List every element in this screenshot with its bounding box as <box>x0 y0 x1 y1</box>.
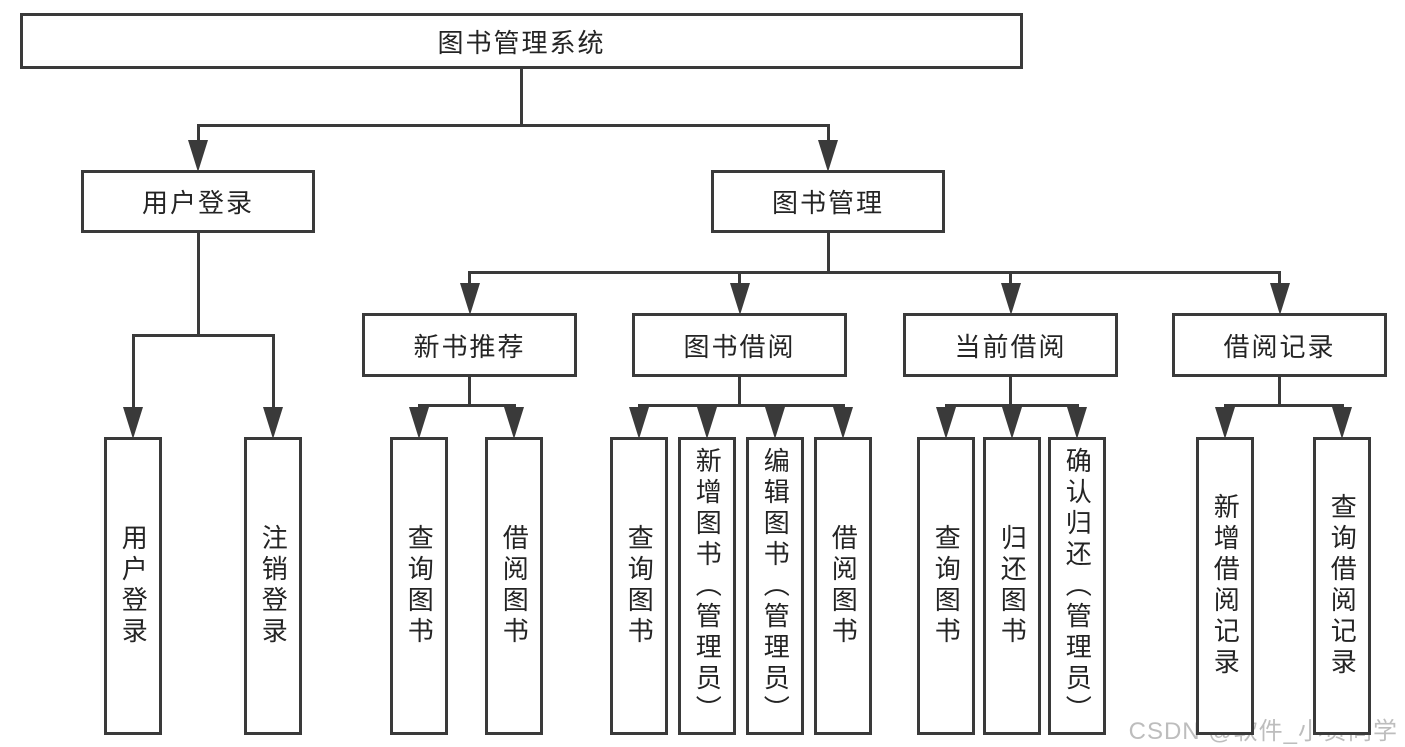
connector-drop <box>826 125 830 146</box>
node-leaf-query-book-newrec: 查询图书 <box>390 437 448 735</box>
arrowhead-down-icon <box>1002 407 1022 439</box>
connector-stem <box>520 69 523 125</box>
node-leaf-query-book-borrow: 查询图书 <box>610 437 668 735</box>
connector-branch-line <box>637 403 845 407</box>
node-leaf-return-book: 归还图书 <box>983 437 1041 735</box>
node-label: 新增借阅记录 <box>1210 493 1241 679</box>
connector-stem <box>826 233 830 272</box>
node-label: 借阅图书 <box>828 524 859 648</box>
node-label: 图书管理系统 <box>437 27 606 58</box>
node-label: 借阅图书 <box>499 524 530 648</box>
connector-branch-line <box>417 403 516 407</box>
node-leaf-borrow-book-borrow: 借阅图书 <box>814 437 872 735</box>
arrowhead-down-icon <box>1215 407 1235 439</box>
connector-branch-line <box>1223 403 1344 407</box>
arrowhead-down-icon <box>1000 283 1021 315</box>
node-leaf-add-borrow-record: 新增借阅记录 <box>1196 437 1254 735</box>
connector-drop <box>196 125 200 146</box>
node-leaf-user-login: 用户登录 <box>104 437 162 735</box>
connector-stem <box>738 377 741 405</box>
connector-drop <box>1009 272 1012 289</box>
node-label: 新增图书（管理员） <box>692 446 723 726</box>
connector-drop <box>271 335 275 413</box>
arrowhead-down-icon <box>1067 407 1087 439</box>
arrowhead-down-icon <box>697 407 717 439</box>
node-borrow-records: 借阅记录 <box>1172 313 1387 377</box>
node-leaf-confirm-return: 确认归还（管理员） <box>1048 437 1106 735</box>
node-label: 归还图书 <box>997 524 1028 648</box>
node-leaf-query-borrow-record: 查询借阅记录 <box>1313 437 1371 735</box>
node-leaf-edit-book: 编辑图书（管理员） <box>746 437 804 735</box>
node-label: 编辑图书（管理员） <box>760 446 791 726</box>
node-label: 查询图书 <box>624 524 655 648</box>
node-leaf-logout: 注销登录 <box>244 437 302 735</box>
arrowhead-down-icon <box>123 407 143 439</box>
node-label: 查询借阅记录 <box>1327 493 1358 679</box>
connector-stem <box>1009 377 1012 405</box>
arrowhead-down-icon <box>765 407 785 439</box>
connector-stem <box>196 233 200 335</box>
node-label: 新书推荐 <box>413 331 526 362</box>
node-label: 用户登录 <box>141 188 254 218</box>
arrowhead-down-icon <box>833 407 853 439</box>
arrowhead-down-icon <box>629 407 649 439</box>
connector-stem <box>1278 377 1281 405</box>
connector-branch-line <box>131 333 275 337</box>
node-label: 当前借阅 <box>954 331 1067 362</box>
node-new-book-rec: 新书推荐 <box>362 313 577 377</box>
arrowhead-down-icon <box>818 140 838 172</box>
arrowhead-down-icon <box>1269 283 1290 315</box>
node-label: 用户登录 <box>118 524 149 648</box>
arrowhead-down-icon <box>1332 407 1352 439</box>
node-label: 图书管理 <box>771 188 884 218</box>
connector-drop <box>1278 272 1281 289</box>
node-label: 查询图书 <box>404 524 435 648</box>
node-leaf-borrow-book-newrec: 借阅图书 <box>485 437 543 735</box>
node-leaf-add-book: 新增图书（管理员） <box>678 437 736 735</box>
arrowhead-down-icon <box>263 407 283 439</box>
node-label: 注销登录 <box>258 524 289 648</box>
connector-drop <box>468 272 471 289</box>
connector-stem <box>468 377 471 405</box>
node-book-mgmt: 图书管理 <box>711 170 945 233</box>
arrowhead-down-icon <box>504 407 524 439</box>
node-current-borrow: 当前借阅 <box>903 313 1118 377</box>
arrowhead-down-icon <box>936 407 956 439</box>
arrowhead-down-icon <box>729 283 750 315</box>
arrowhead-down-icon <box>459 283 480 315</box>
node-leaf-query-book-current: 查询图书 <box>917 437 975 735</box>
connector-drop <box>131 335 135 413</box>
connector-branch-line <box>196 123 830 127</box>
node-label: 图书借阅 <box>683 331 796 362</box>
node-label: 查询图书 <box>931 524 962 648</box>
node-root: 图书管理系统 <box>20 13 1023 69</box>
connector-branch-line <box>468 270 1281 274</box>
node-user-login: 用户登录 <box>81 170 315 233</box>
arrowhead-down-icon <box>188 140 208 172</box>
node-label: 确认归还（管理员） <box>1062 446 1093 726</box>
node-book-borrow: 图书借阅 <box>632 313 847 377</box>
connector-drop <box>738 272 741 289</box>
arrowhead-down-icon <box>409 407 429 439</box>
node-label: 借阅记录 <box>1223 331 1336 362</box>
